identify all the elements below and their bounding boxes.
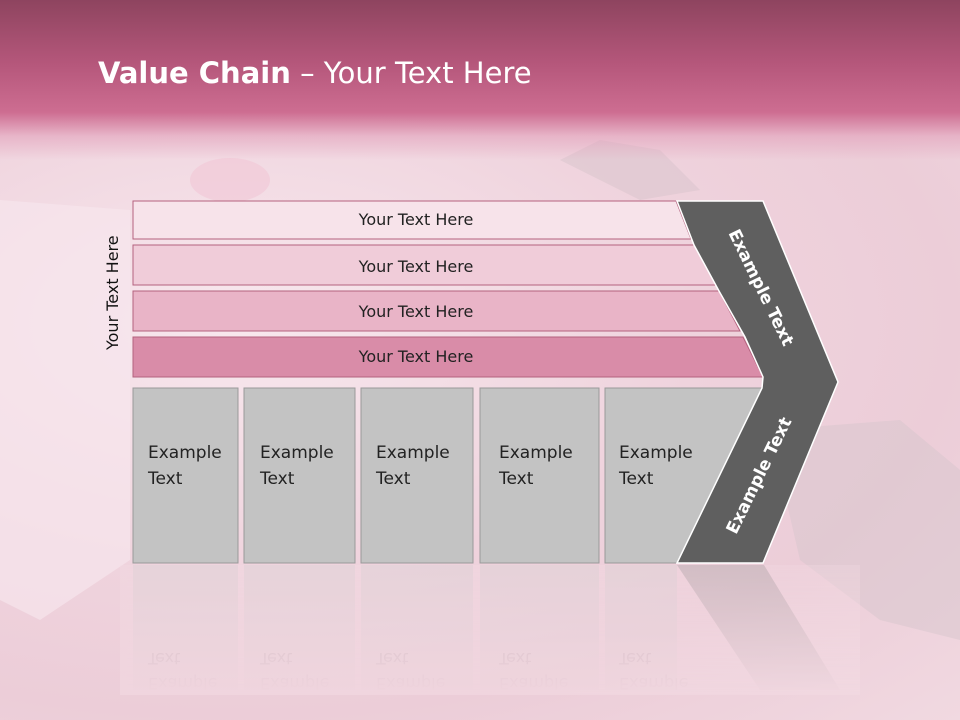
support-box-1-line1: Example bbox=[148, 443, 222, 463]
support-box-2-line2: Text bbox=[259, 469, 295, 489]
support-box-1 bbox=[132, 387, 239, 564]
side-label: Your Text Here bbox=[103, 235, 122, 350]
slide-title: Value Chain – Your Text Here bbox=[98, 56, 532, 90]
reflection-fade bbox=[120, 565, 860, 695]
primary-activities-bars: Your Text Here Your Text Here Your Text … bbox=[132, 200, 764, 378]
support-box-3-line2: Text bbox=[375, 469, 411, 489]
support-box-4-line1: Example bbox=[499, 443, 573, 463]
support-box-4-line2: Text bbox=[498, 469, 534, 489]
title-rest: – Your Text Here bbox=[290, 56, 532, 90]
support-box-5-line1: Example bbox=[619, 443, 693, 463]
support-box-2-line1: Example bbox=[260, 443, 334, 463]
title-bold: Value Chain bbox=[98, 56, 291, 90]
activity-bar-2-label: Your Text Here bbox=[358, 257, 474, 276]
header-band bbox=[0, 0, 960, 160]
support-activities-boxes: Example Text Example Text Example Text E… bbox=[132, 387, 763, 564]
support-box-1-line2: Text bbox=[147, 469, 183, 489]
chevron-shape bbox=[675, 200, 839, 564]
support-box-4 bbox=[479, 387, 600, 564]
support-box-3-line1: Example bbox=[376, 443, 450, 463]
diagram-reflection: Example Text Example Text Example Text E… bbox=[120, 565, 860, 695]
support-box-3 bbox=[360, 387, 474, 564]
activity-bar-4-label: Your Text Here bbox=[358, 347, 474, 366]
activity-bar-3-label: Your Text Here bbox=[358, 302, 474, 321]
activity-bar-1-label: Your Text Here bbox=[358, 210, 474, 229]
support-box-2 bbox=[243, 387, 356, 564]
activity-bar-3 bbox=[132, 290, 741, 332]
support-box-5-line2: Text bbox=[618, 469, 654, 489]
